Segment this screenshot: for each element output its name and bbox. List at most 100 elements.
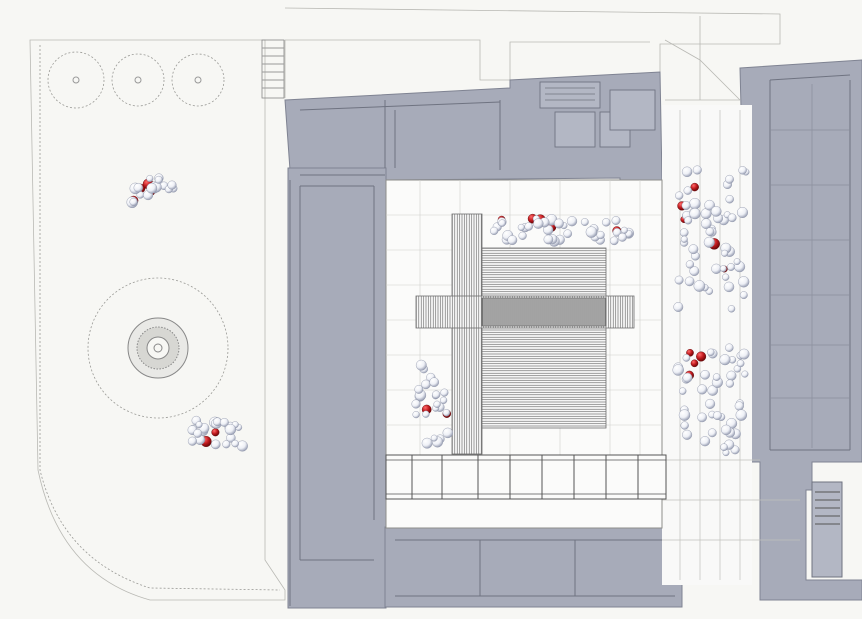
balloon-white bbox=[421, 437, 433, 449]
balloon-white bbox=[681, 200, 691, 210]
balloon-white bbox=[699, 436, 711, 447]
balloon-white bbox=[620, 226, 628, 234]
balloon-white bbox=[611, 216, 621, 225]
balloon-white bbox=[738, 166, 747, 175]
balloon-white bbox=[736, 359, 745, 368]
balloon-white bbox=[580, 218, 589, 226]
balloon-white bbox=[727, 305, 736, 313]
balloon-white bbox=[602, 218, 611, 227]
balloon-white bbox=[411, 399, 421, 409]
balloon-white bbox=[722, 273, 730, 281]
balloon-white bbox=[707, 428, 717, 438]
balloon-white bbox=[725, 343, 734, 352]
balloon-white bbox=[678, 409, 691, 421]
balloon-white bbox=[684, 216, 693, 225]
column-grid bbox=[770, 84, 850, 448]
balloon-white bbox=[231, 439, 239, 448]
balloon-white bbox=[719, 354, 731, 366]
balloon-white bbox=[721, 249, 729, 257]
balloon-white bbox=[727, 213, 737, 223]
balloon-cluster-passage-lower bbox=[672, 343, 750, 457]
balloon-white bbox=[707, 348, 715, 356]
balloon-white bbox=[129, 197, 138, 206]
balloon-white bbox=[721, 424, 732, 436]
balloon-white bbox=[725, 379, 735, 388]
balloon-white bbox=[566, 216, 578, 227]
balloon-white bbox=[711, 263, 722, 274]
east-passage bbox=[662, 105, 800, 585]
balloon-white bbox=[682, 429, 693, 440]
balloon-white bbox=[704, 199, 715, 211]
balloon-white bbox=[689, 197, 701, 210]
balloon-white bbox=[726, 370, 737, 381]
balloon-white bbox=[692, 165, 702, 175]
balloon-white bbox=[700, 218, 712, 229]
balloon-white bbox=[682, 372, 693, 383]
balloon-white bbox=[224, 423, 237, 436]
balloon-cluster-passage-upper bbox=[673, 165, 750, 313]
balloon-white bbox=[167, 180, 177, 190]
balloon-white bbox=[697, 412, 707, 423]
balloon-white bbox=[719, 265, 727, 272]
balloon-white bbox=[689, 266, 700, 276]
balloon-white bbox=[684, 276, 695, 287]
balloon-white bbox=[429, 377, 440, 388]
balloon-white bbox=[672, 364, 684, 376]
garden-steps bbox=[261, 39, 285, 99]
balloon-white bbox=[680, 421, 689, 430]
balloon-cluster-courtyard-north bbox=[490, 213, 634, 247]
balloon-red bbox=[696, 351, 707, 362]
balloon-white bbox=[133, 182, 144, 193]
balloon-white bbox=[517, 223, 525, 231]
balloon-white bbox=[498, 219, 506, 227]
balloon-white bbox=[442, 409, 451, 417]
balloon-white bbox=[210, 439, 221, 450]
balloon-white bbox=[154, 175, 163, 184]
boundary-lines bbox=[284, 7, 781, 101]
balloon-white bbox=[414, 384, 424, 394]
balloon-white bbox=[236, 440, 248, 452]
balloon-white bbox=[741, 370, 749, 378]
balloon-white bbox=[618, 232, 627, 242]
balloon-white bbox=[422, 410, 430, 418]
balloon-white bbox=[609, 236, 619, 246]
balloon-white bbox=[723, 281, 735, 293]
balloon-white bbox=[146, 182, 158, 194]
balloon-cluster-garden-south bbox=[187, 415, 248, 452]
courtyard bbox=[385, 179, 667, 529]
fountain bbox=[87, 277, 229, 419]
balloon-white bbox=[440, 396, 448, 404]
balloon-white bbox=[707, 385, 719, 396]
balloon-white bbox=[705, 227, 715, 236]
balloon-white bbox=[679, 387, 687, 395]
balloon-white bbox=[689, 208, 701, 220]
balloon-white bbox=[703, 236, 715, 248]
balloon-white bbox=[725, 194, 734, 204]
balloon-white bbox=[675, 191, 684, 200]
balloon-white bbox=[440, 388, 449, 397]
balloon-white bbox=[685, 260, 695, 269]
balloon-cluster-courtyard-west bbox=[411, 359, 453, 449]
balloon-white bbox=[727, 263, 735, 271]
balloon-white bbox=[734, 401, 744, 411]
balloon-red bbox=[690, 182, 699, 192]
balloon-white bbox=[738, 348, 750, 360]
balloon-white bbox=[412, 411, 420, 419]
balloon-white bbox=[432, 390, 441, 399]
balloon-white bbox=[554, 218, 564, 229]
balloon-white bbox=[735, 409, 747, 421]
balloon-white bbox=[507, 235, 518, 246]
balloon-white bbox=[518, 231, 527, 240]
balloon-white bbox=[222, 440, 231, 449]
balloon-white bbox=[187, 436, 197, 446]
balloon-white bbox=[490, 226, 499, 236]
balloon-white bbox=[733, 258, 741, 265]
balloon-white bbox=[146, 174, 154, 182]
balloon-white bbox=[712, 373, 721, 381]
stair-southeast bbox=[811, 481, 843, 578]
balloon-white bbox=[563, 229, 573, 238]
balloon-white bbox=[674, 275, 684, 285]
balloon-white bbox=[415, 359, 427, 371]
balloon-white bbox=[710, 206, 722, 217]
